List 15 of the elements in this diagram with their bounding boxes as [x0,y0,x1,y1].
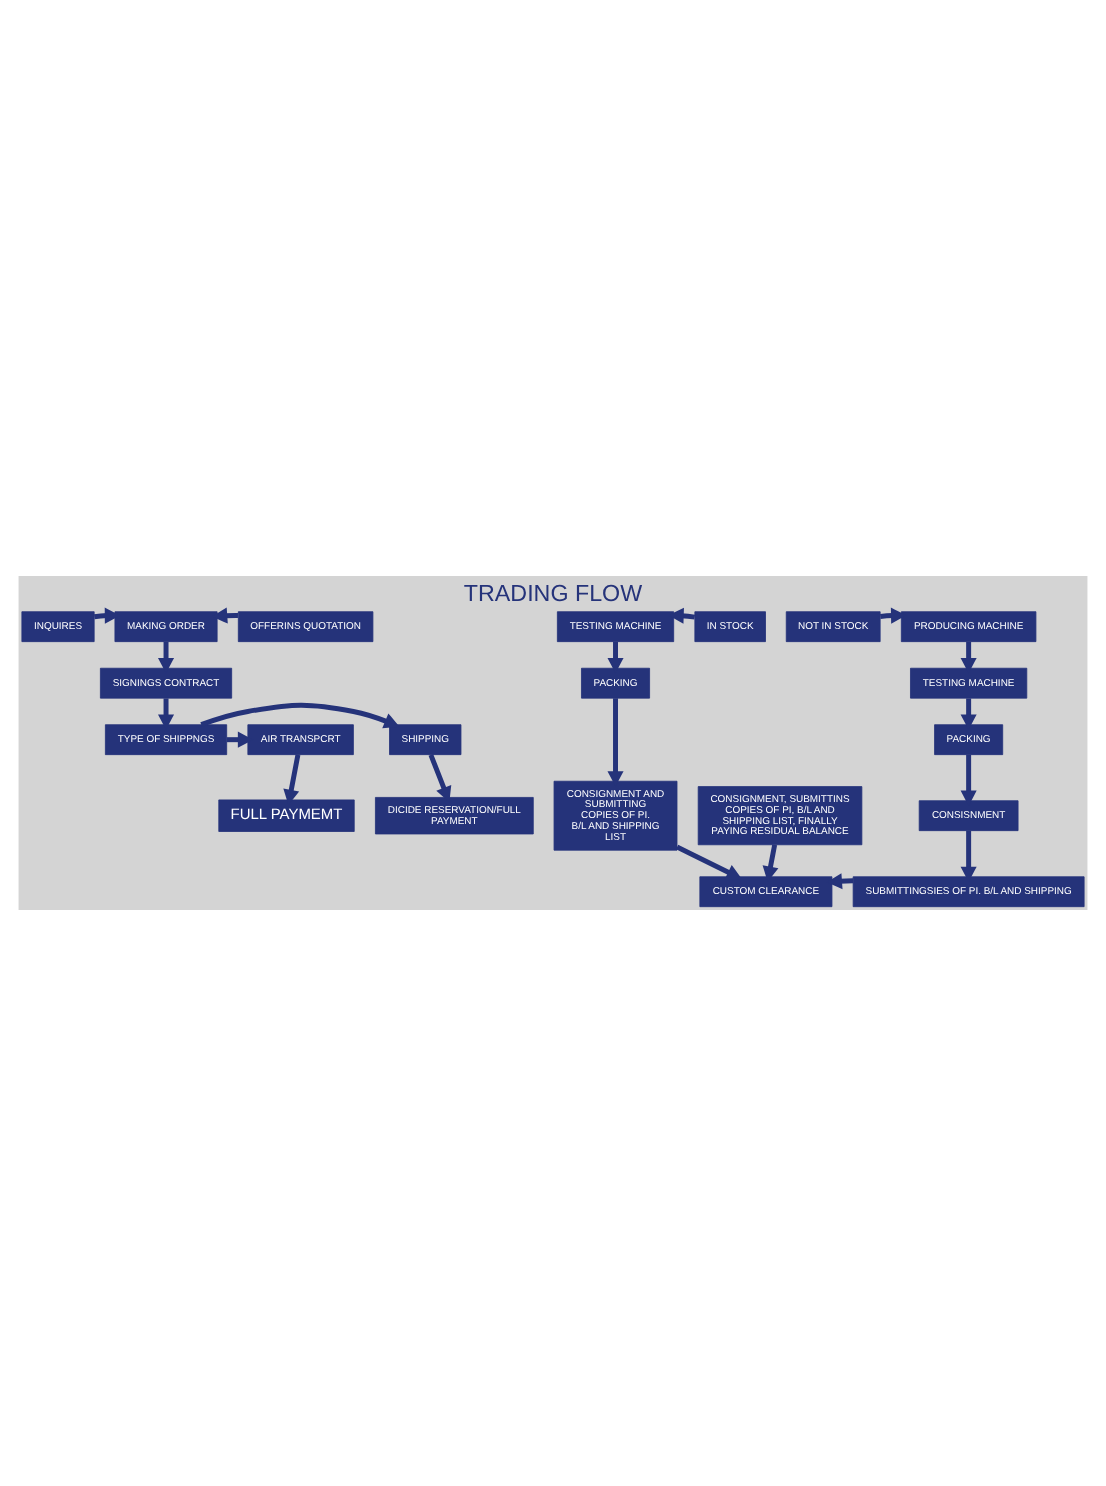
arrow [158,698,175,730]
diagram-title: TRADING FLOW [463,581,643,608]
arrow [960,641,977,674]
arrow [283,754,301,806]
arrow [158,641,175,674]
arrow [607,698,624,787]
arrow [607,641,624,674]
arrow [960,698,977,730]
arrow [762,844,779,882]
arrow [200,702,400,729]
arrow [428,753,452,803]
node-box: FULL PAYMEMT [218,799,355,832]
arrow [960,830,977,882]
arrow [676,844,742,880]
arrow [960,754,977,806]
